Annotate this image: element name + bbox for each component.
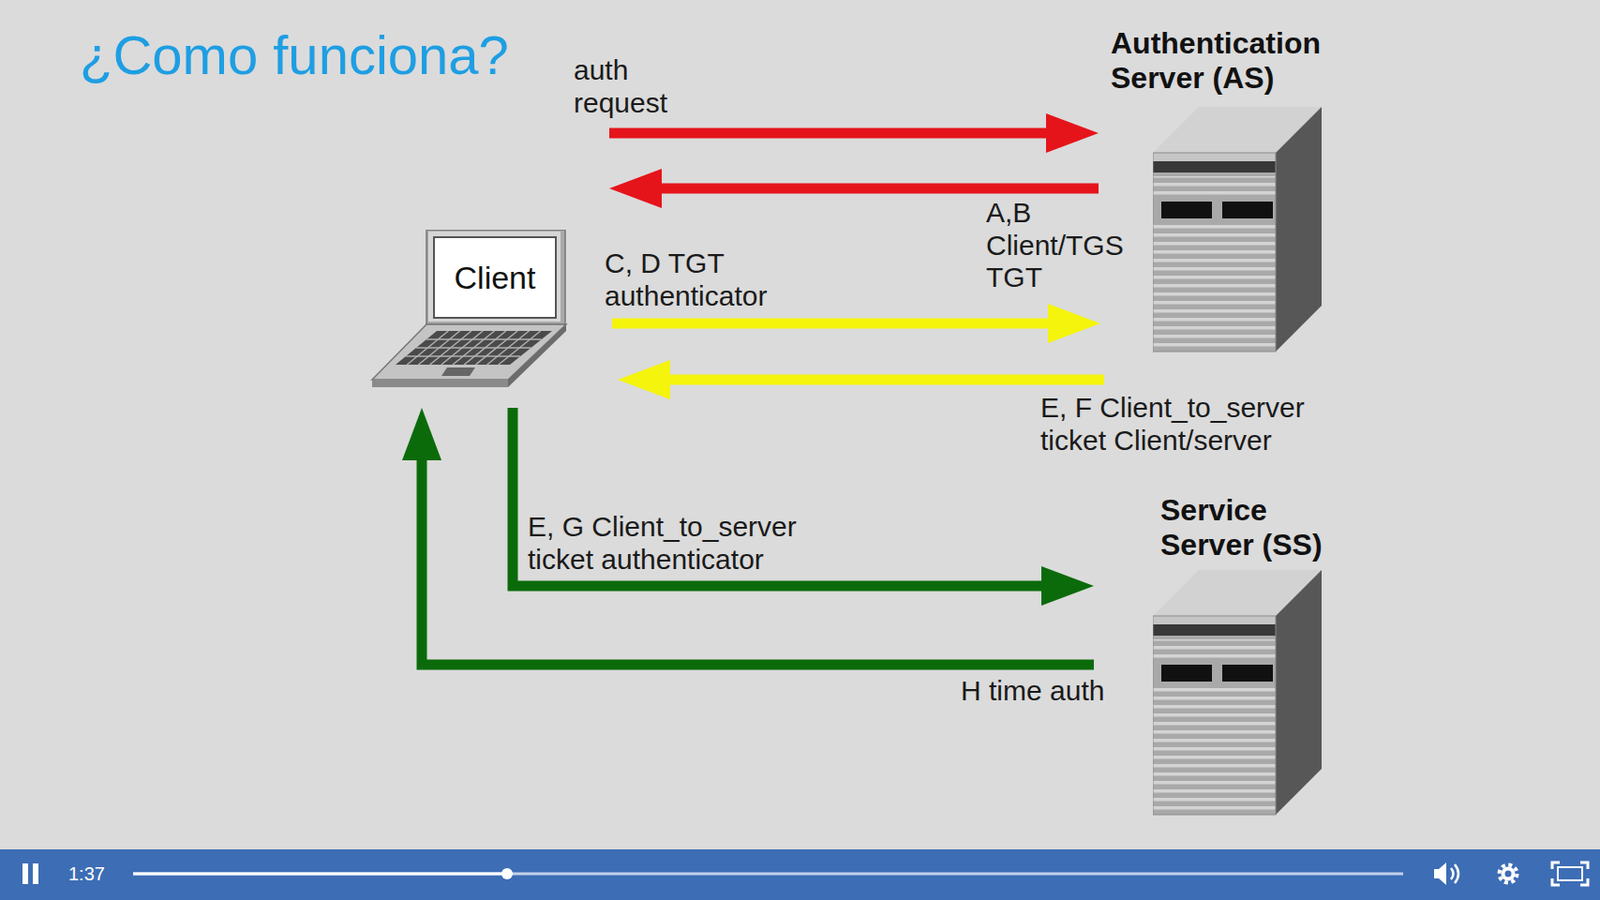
- server-node: Service Server (SS): [1151, 493, 1353, 816]
- text-slot: A,B Client/TGS TGT: [986, 196, 1141, 295]
- laptop-illustration-part: [433, 237, 556, 318]
- laptop-illustration-part: [441, 330, 483, 365]
- arrow-head: [1041, 566, 1094, 606]
- server-illustration-part: [1152, 224, 1276, 349]
- laptop-illustration-part: [441, 367, 476, 376]
- client-laptop-node: Client: [369, 229, 569, 389]
- gear-body: [1501, 867, 1516, 882]
- slide-title: ¿Como funciona?: [79, 22, 509, 89]
- arrow-line: [670, 374, 1105, 386]
- server-node: Authentication Server (AS): [1110, 26, 1357, 353]
- server-illustration-part: [1152, 176, 1276, 197]
- server-illustration: [1152, 569, 1322, 816]
- laptop-illustration-part: [498, 330, 541, 365]
- text-slot: 1:37: [68, 862, 105, 885]
- server-illustration-part: [1275, 569, 1322, 815]
- laptop-illustration-part: [405, 330, 542, 365]
- gear-hole: [1505, 870, 1512, 878]
- edge-label: E, F Client_to_server ticket Client/serv…: [1040, 391, 1322, 457]
- server-illustration-part: [1152, 615, 1276, 815]
- arrow-line: [661, 183, 1099, 195]
- arrow-head: [1047, 303, 1101, 344]
- laptop-illustration-part: [475, 330, 518, 365]
- flow-arrow: [617, 359, 1105, 400]
- server-illustration-part: [1152, 687, 1276, 812]
- control-bar-ground: [0, 849, 1600, 900]
- laptop-illustration-part: [406, 330, 449, 365]
- laptop-illustration-part: [463, 330, 507, 365]
- arrow-head: [609, 168, 662, 209]
- text-slot: E, F Client_to_server ticket Client/serv…: [1040, 391, 1322, 457]
- server-illustration-part: [1275, 106, 1322, 352]
- progress-played: [133, 872, 508, 876]
- server-illustration-part: [1152, 161, 1276, 173]
- server-heading: Authentication Server (AS): [1110, 26, 1357, 96]
- fullscreen-icon: [1552, 862, 1588, 885]
- laptop-illustration-part: [372, 379, 509, 388]
- progress-knob: [501, 867, 513, 880]
- volume-icon-part: [1434, 868, 1439, 879]
- gear-teeth: [1499, 865, 1518, 883]
- arrow-line: [612, 318, 1048, 329]
- server-illustration-part: [1161, 201, 1212, 219]
- volume-icon: [1434, 862, 1459, 885]
- time-display: 1:37: [68, 862, 105, 885]
- server-illustration-part: [1152, 152, 1276, 162]
- edge-label: A,B Client/TGS TGT: [986, 196, 1141, 295]
- server-illustration-part: [1222, 664, 1273, 682]
- text-slot: H time auth: [960, 674, 1139, 708]
- laptop-illustration-part: [487, 330, 530, 365]
- arrow-line: [421, 460, 1094, 665]
- arrow-head: [402, 407, 442, 461]
- laptop-illustration-part: [418, 330, 460, 365]
- settings-gear-icon: [1499, 865, 1518, 883]
- server-illustration-part: [1152, 152, 1276, 352]
- video-control-bar: [0, 849, 1600, 900]
- text-slot: E, G Client_to_server ticket authenticat…: [527, 510, 809, 576]
- volume-icon-part: [1454, 864, 1459, 883]
- progress-track: [133, 872, 1404, 876]
- laptop-illustration-part: [395, 330, 553, 365]
- text-slot: C, D TGT authenticator: [604, 247, 778, 313]
- arrow-line: [512, 407, 1042, 586]
- laptop-illustration-part: [452, 330, 495, 365]
- server-illustration-part: [1152, 639, 1276, 660]
- arrow-head: [1046, 113, 1099, 153]
- server-illustration-part: [1222, 201, 1273, 219]
- edge-label: C, D TGT authenticator: [604, 247, 778, 313]
- text-slot: ¿Como funciona?: [79, 22, 509, 89]
- edge-label: E, G Client_to_server ticket authenticat…: [527, 510, 809, 576]
- volume-icon-part: [1450, 867, 1454, 880]
- flow-arrow: [402, 407, 1094, 665]
- laptop-illustration-part: [428, 231, 561, 322]
- server-illustration: [1152, 106, 1322, 353]
- fullscreen-frame: [1557, 867, 1583, 881]
- arrow-head: [617, 359, 671, 400]
- edge-label: auth request: [573, 54, 705, 120]
- flow-arrow: [512, 407, 1094, 606]
- server-illustration-part: [1152, 615, 1276, 815]
- laptop-illustration-part: [430, 330, 472, 365]
- pause-icon: [32, 863, 39, 884]
- screen-label: Client: [433, 237, 556, 318]
- edge-label: H time auth: [960, 674, 1139, 708]
- server-illustration-part: [1161, 664, 1212, 682]
- laptop-illustration-part: [426, 229, 566, 325]
- server-illustration-part: [1152, 152, 1276, 352]
- arrow-line: [609, 128, 1047, 139]
- volume-icon-part: [1438, 862, 1447, 885]
- server-illustration-part: [1152, 624, 1276, 636]
- laptop-illustration: [369, 229, 569, 389]
- text-slot: auth request: [573, 54, 705, 120]
- laptop-illustration-part: [372, 324, 567, 380]
- flow-arrow: [609, 113, 1099, 153]
- server-illustration-part: [1152, 615, 1276, 625]
- pause-icon: [22, 863, 29, 884]
- server-heading: Service Server (SS): [1160, 493, 1353, 563]
